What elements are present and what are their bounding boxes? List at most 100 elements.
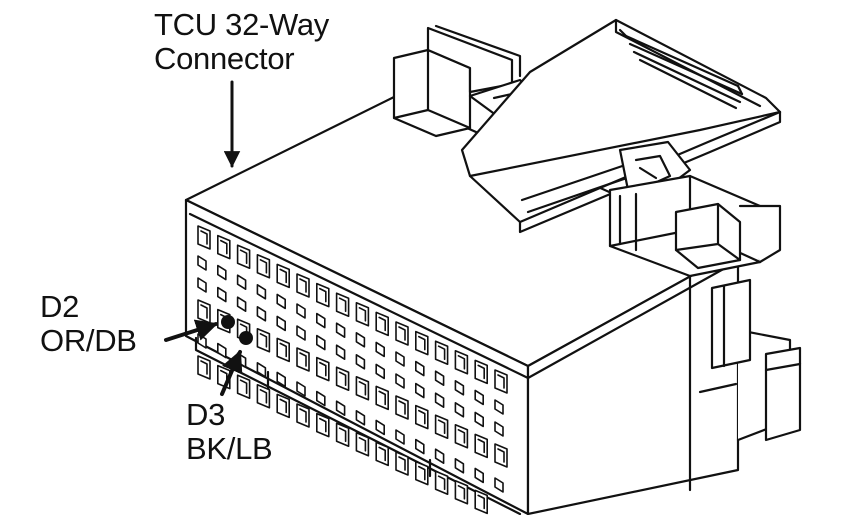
terminal-cavity — [474, 389, 484, 406]
terminal-cavity — [474, 359, 488, 385]
terminal-cavity-inner — [457, 355, 466, 370]
terminal-cavity — [494, 477, 504, 493]
terminal-cavity — [415, 460, 429, 486]
terminal-cavity-inner — [457, 429, 466, 444]
terminal-cavity — [415, 404, 429, 430]
terminal-cavity — [375, 341, 385, 358]
terminal-cavity — [197, 225, 211, 250]
terminal-cavity — [335, 322, 346, 338]
terminal-cavity — [415, 382, 425, 399]
terminal-cavity-inner — [477, 364, 485, 380]
terminal-cavity — [395, 395, 409, 420]
terminal-cavity-inner — [477, 494, 485, 510]
pin-d3-label: D3 BK/LB — [186, 398, 273, 466]
terminal-cavity-inner — [477, 438, 485, 454]
terminal-cavity-inner — [418, 465, 426, 481]
terminal-cavity — [355, 410, 366, 426]
terminal-cavity — [335, 292, 350, 317]
pin-d2-dot — [221, 315, 235, 329]
terminal-cavity — [494, 369, 508, 394]
terminal-cavity-inner — [437, 419, 446, 434]
terminal-cavity — [415, 360, 425, 377]
terminal-cavity-inner — [457, 485, 466, 500]
terminal-cavity — [217, 234, 231, 260]
terminal-cavity-inner — [497, 374, 505, 389]
terminal-cavity-inner — [398, 400, 406, 415]
terminal-cavity — [276, 293, 286, 310]
terminal-cavity — [395, 373, 405, 389]
terminal-cavity-inner — [200, 230, 208, 245]
terminal-cavity — [197, 299, 211, 324]
terminal-cavity — [395, 321, 409, 346]
terminal-cavity-inner — [338, 371, 347, 386]
terminal-cavity-inner — [299, 408, 307, 423]
terminal-cavity — [434, 340, 449, 365]
terminal-cavity — [454, 350, 469, 375]
connector-title-line2: Connector — [154, 41, 295, 76]
terminal-cavity-inner — [299, 278, 307, 293]
terminal-cavity — [217, 264, 227, 281]
terminal-cavity — [335, 344, 346, 360]
terminal-cavity — [494, 399, 504, 415]
terminal-cavity — [454, 480, 469, 505]
terminal-cavity — [197, 355, 211, 380]
terminal-cavity — [454, 424, 469, 449]
terminal-cavity — [256, 284, 267, 300]
terminal-cavity — [415, 438, 425, 455]
terminal-cavity — [415, 330, 429, 356]
terminal-cavity — [316, 282, 330, 308]
terminal-cavity — [355, 332, 366, 348]
terminal-cavity — [375, 441, 389, 467]
terminal-cavity — [296, 347, 310, 372]
terminal-cavity — [236, 296, 247, 312]
terminal-cavity — [375, 419, 385, 436]
terminal-cavity — [256, 306, 267, 322]
terminal-cavity-inner — [338, 427, 347, 442]
terminal-cavity — [454, 458, 465, 474]
terminal-cavity — [316, 390, 326, 407]
terminal-cavity — [375, 363, 385, 380]
terminal-cavity-inner — [378, 390, 386, 406]
terminal-cavity-inner — [319, 361, 327, 377]
terminal-cavity-inner — [200, 304, 208, 319]
terminal-cavity — [355, 376, 370, 401]
terminal-cavity — [395, 351, 405, 367]
terminal-cavity — [494, 421, 504, 437]
terminal-cavity-inner — [319, 417, 327, 433]
pin-d2-label: D2 OR/DB — [40, 290, 137, 358]
pin-d2-wire-color: OR/DB — [40, 323, 137, 358]
terminal-cavity — [395, 429, 405, 445]
connector-title-line1: TCU 32-Way — [154, 7, 329, 42]
terminal-cavity — [316, 334, 326, 351]
terminal-cavity-inner — [279, 342, 287, 358]
side-lock-block — [608, 174, 782, 278]
rear-latch-housing — [392, 24, 542, 138]
terminal-cavity — [276, 263, 290, 289]
terminal-cavity-inner — [437, 475, 446, 490]
terminal-cavity-inner — [200, 360, 208, 375]
terminal-cavity — [316, 312, 326, 329]
terminal-cavity — [335, 366, 350, 391]
terminal-cavity — [335, 422, 350, 447]
terminal-cavity — [355, 302, 370, 327]
terminal-cavity — [434, 392, 445, 408]
terminal-cavity-inner — [259, 389, 268, 404]
d2-leader-arrow — [164, 319, 219, 342]
connector-title-label: TCU 32-Way Connector — [154, 8, 329, 76]
terminal-cavity-inner — [220, 239, 228, 255]
terminal-cavity-inner — [398, 326, 406, 341]
terminal-cavity — [296, 325, 306, 341]
terminal-cavity — [316, 412, 330, 438]
terminal-cavity — [256, 362, 267, 378]
terminal-cavity — [316, 356, 330, 382]
terminal-cavity — [296, 381, 306, 397]
terminal-cavity — [454, 402, 465, 418]
terminal-cavity — [355, 432, 370, 457]
terminal-cavity — [276, 315, 286, 332]
terminal-cavity — [296, 403, 310, 428]
terminal-cavity — [434, 470, 449, 495]
terminal-cavity — [395, 451, 409, 476]
terminal-cavity — [355, 354, 366, 370]
terminal-cavity — [296, 273, 310, 298]
